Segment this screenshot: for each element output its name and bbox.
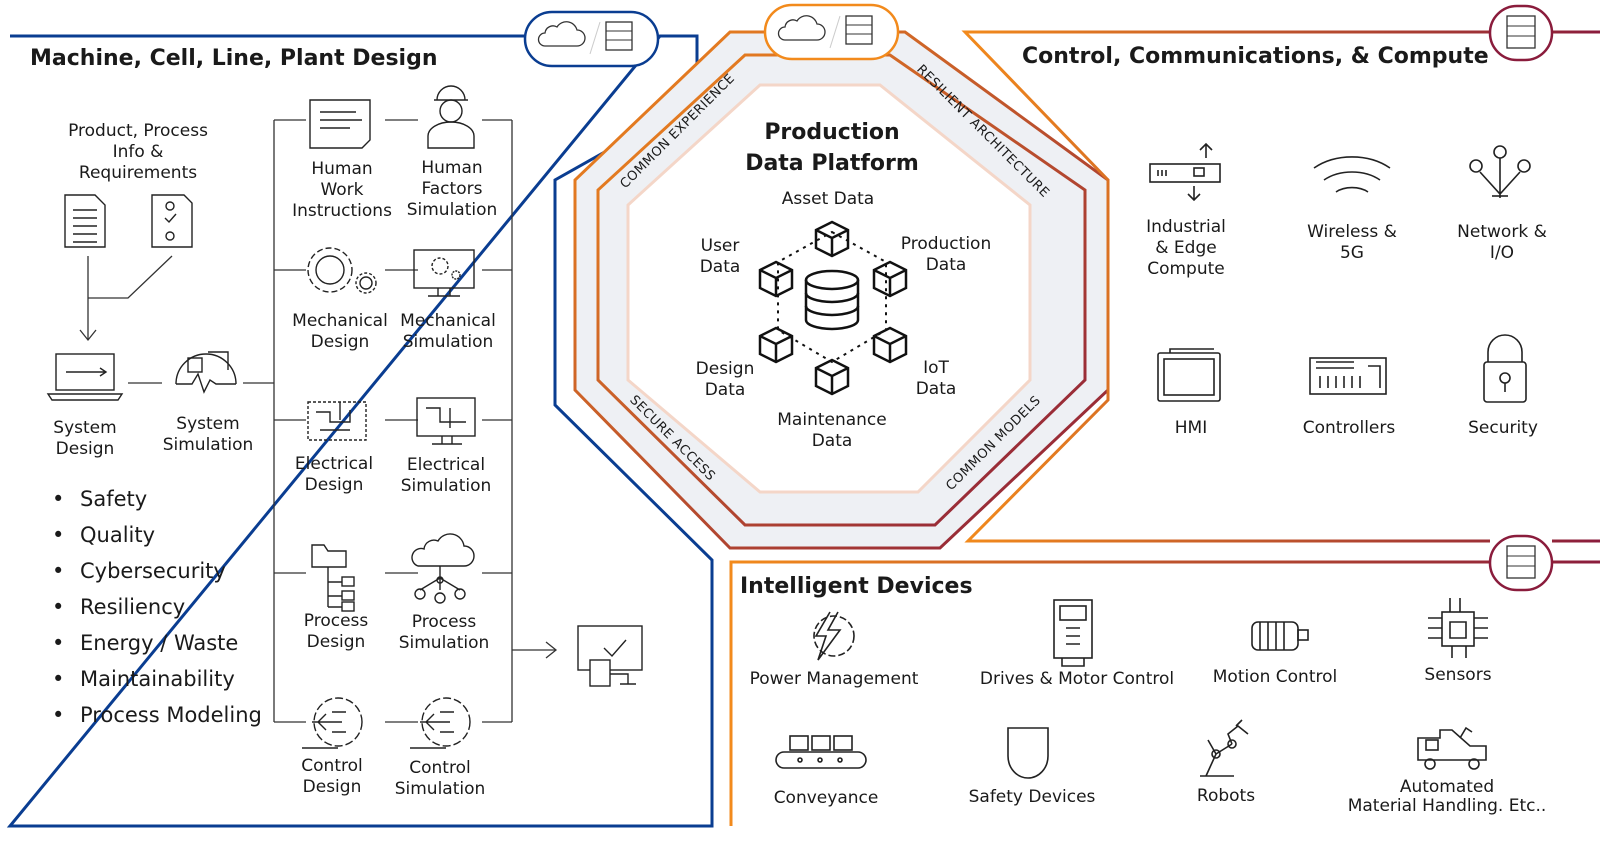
safety-devices-label: Safety Devices <box>968 787 1096 807</box>
controllers-label: Controllers <box>1302 418 1396 438</box>
folder-tree-icon <box>311 544 355 612</box>
hmi-label: HMI <box>1174 418 1208 438</box>
devices-panel-border <box>729 560 1600 826</box>
list-item: Cybersecurity <box>52 553 262 589</box>
document-icon <box>64 194 106 248</box>
drives-motor-control-label: Drives & Motor Control <box>979 669 1175 689</box>
lock-icon <box>1483 334 1527 403</box>
electrical-diagram-icon <box>307 401 367 441</box>
server-bubble-icon <box>1488 4 1554 62</box>
system-simulation-icon <box>175 351 237 394</box>
list-item: Quality <box>52 517 262 553</box>
motion-control-label: Motion Control <box>1212 667 1338 687</box>
data-hub <box>758 220 908 396</box>
shield-icon <box>1007 727 1049 779</box>
wireless-label: Wireless &5G <box>1307 222 1397 263</box>
monitor-icon <box>413 249 475 297</box>
power-gear-icon <box>813 611 855 661</box>
cloud-server-icon <box>523 10 660 68</box>
cube-icon <box>758 326 794 364</box>
drive-icon <box>1053 599 1093 667</box>
cloud-server-icon <box>763 3 900 61</box>
cube-icon <box>814 358 850 396</box>
motor-icon <box>1251 621 1309 651</box>
left-panel-title: Machine, Cell, Line, Plant Design <box>30 46 438 71</box>
right-top-panel-border <box>961 30 1600 543</box>
monitor-icon <box>416 397 476 445</box>
devices-panel-title: Intelligent Devices <box>740 574 973 599</box>
server-bubble-icon <box>1488 534 1554 592</box>
list-item: Safety <box>52 481 262 517</box>
agv-icon <box>1417 726 1487 770</box>
network-icon <box>1469 145 1531 198</box>
list-item: Energy / Waste <box>52 625 262 661</box>
cloud-network-icon <box>411 533 475 604</box>
sensors-label: Sensors <box>1424 665 1492 685</box>
controller-icon <box>1309 357 1387 395</box>
asset-data-label: Asset Data <box>781 189 875 209</box>
hmi-icon <box>1157 348 1221 402</box>
network-io-label: Network &I/O <box>1457 222 1547 263</box>
power-management-label: Power Management <box>749 669 919 689</box>
edge-compute-icon <box>1149 142 1221 202</box>
control-gear-icon <box>410 697 471 749</box>
cube-icon <box>758 260 794 298</box>
checklist-icon <box>151 194 193 248</box>
database-icon <box>804 269 860 331</box>
security-label: Security <box>1468 418 1538 438</box>
gears-icon <box>307 247 377 294</box>
control-gear-icon <box>302 697 363 749</box>
chip-icon <box>1428 598 1488 658</box>
cube-icon <box>814 220 850 258</box>
conveyor-icon <box>775 735 867 769</box>
design-considerations-list: Safety Quality Cybersecurity Resiliency … <box>52 481 262 733</box>
robots-label: Robots <box>1196 786 1256 806</box>
cube-icon <box>872 260 908 298</box>
list-item: Process Modeling <box>52 697 262 733</box>
wifi-icon <box>1313 156 1391 193</box>
monitor-check-icon <box>577 625 643 687</box>
worker-icon <box>427 85 475 149</box>
right-top-panel-title: Control, Communications, & Compute <box>1022 44 1489 69</box>
instructions-icon <box>309 99 371 149</box>
left-panel-border <box>6 34 714 828</box>
list-item: Resiliency <box>52 589 262 625</box>
conveyance-label: Conveyance <box>773 788 879 808</box>
list-item: Maintainability <box>52 661 262 697</box>
robot-arm-icon <box>1200 719 1249 777</box>
cube-icon <box>872 326 908 364</box>
laptop-icon <box>46 353 124 401</box>
